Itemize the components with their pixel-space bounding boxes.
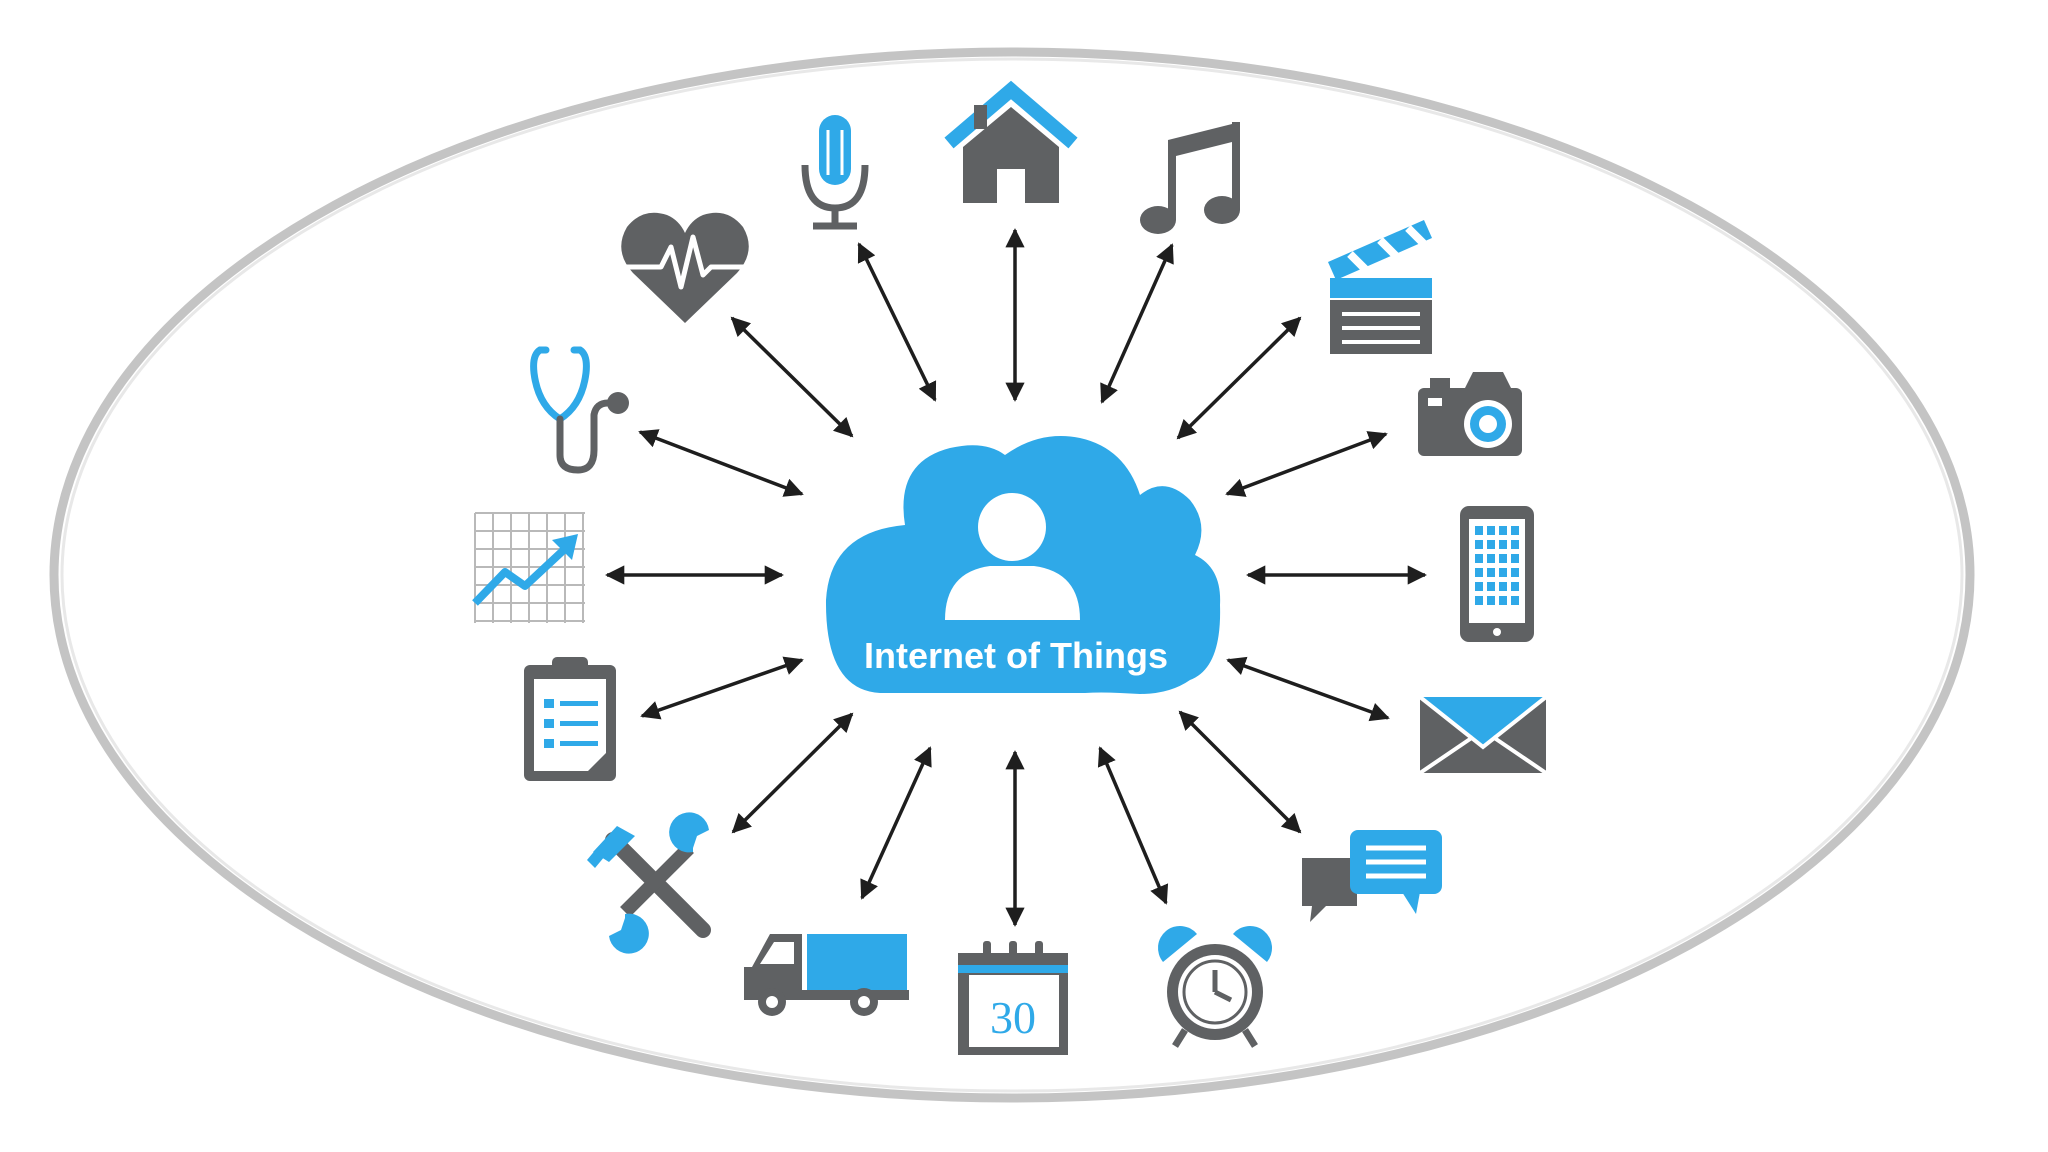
phone-app-tile <box>1475 568 1483 577</box>
phone-app-tile <box>1487 540 1495 549</box>
connector-arrow-12 <box>731 712 854 834</box>
person-icon <box>945 493 1080 620</box>
home-icon <box>944 80 1078 203</box>
tools-icon <box>587 812 711 954</box>
oval-frame-inner <box>60 57 1964 1093</box>
chat-bubbles-icon <box>1302 830 1442 922</box>
smartphone-icon <box>1460 506 1534 642</box>
connector-arrow-11 <box>860 746 932 900</box>
connector-arrow-13 <box>640 656 804 720</box>
phone-app-tile <box>1487 568 1495 577</box>
phone-app-tile <box>1499 540 1507 549</box>
heartbeat-icon <box>621 212 749 323</box>
phone-app-tile <box>1511 568 1519 577</box>
alarm-clock-icon <box>1157 925 1273 1048</box>
phone-app-tile <box>1511 526 1519 535</box>
phone-app-tile <box>1487 526 1495 535</box>
calendar-day: 30 <box>990 992 1036 1043</box>
clapperboard-icon <box>1328 220 1432 354</box>
phone-app-tile <box>1499 568 1507 577</box>
connector-arrows <box>605 228 1427 927</box>
phone-app-tile <box>1499 526 1507 535</box>
phone-app-tile <box>1499 554 1507 563</box>
phone-app-tile <box>1475 554 1483 563</box>
phone-app-tile <box>1475 582 1483 591</box>
delivery-truck-icon <box>744 934 909 1016</box>
connector-arrow-15 <box>638 429 804 497</box>
music-note-icon <box>1140 122 1240 234</box>
calendar-icon: 30 <box>958 941 1068 1055</box>
phone-app-tile <box>1475 596 1483 605</box>
phone-app-tile <box>1475 526 1483 535</box>
connector-arrow-9 <box>1097 746 1169 905</box>
connector-arrow-1 <box>857 242 937 402</box>
phone-app-tile <box>1499 596 1507 605</box>
cloud-hub: Internet of Things <box>825 436 1221 694</box>
growth-chart-icon <box>472 512 585 623</box>
phone-app-tile <box>1475 540 1483 549</box>
connector-arrow-5 <box>1225 431 1388 497</box>
camera-icon <box>1418 372 1522 456</box>
phone-app-tile <box>1511 540 1519 549</box>
phone-app-tile <box>1511 554 1519 563</box>
hub-label: Internet of Things <box>864 635 1168 676</box>
connector-arrow-4 <box>1176 316 1302 440</box>
phone-app-tile <box>1511 582 1519 591</box>
cloud-shape <box>825 436 1221 694</box>
connector-arrow-8 <box>1178 710 1302 834</box>
stethoscope-icon <box>530 346 629 474</box>
microphone-icon <box>801 115 869 230</box>
connector-arrow-7 <box>1226 656 1390 722</box>
connector-arrow-3 <box>1100 243 1174 404</box>
envelope-icon <box>1418 695 1548 775</box>
phone-app-tile <box>1487 596 1495 605</box>
connector-arrow-16 <box>730 316 854 438</box>
phone-app-tile <box>1499 582 1507 591</box>
phone-app-tile <box>1487 554 1495 563</box>
clipboard-icon <box>524 657 616 781</box>
phone-app-tile <box>1487 582 1495 591</box>
phone-app-tile <box>1511 596 1519 605</box>
